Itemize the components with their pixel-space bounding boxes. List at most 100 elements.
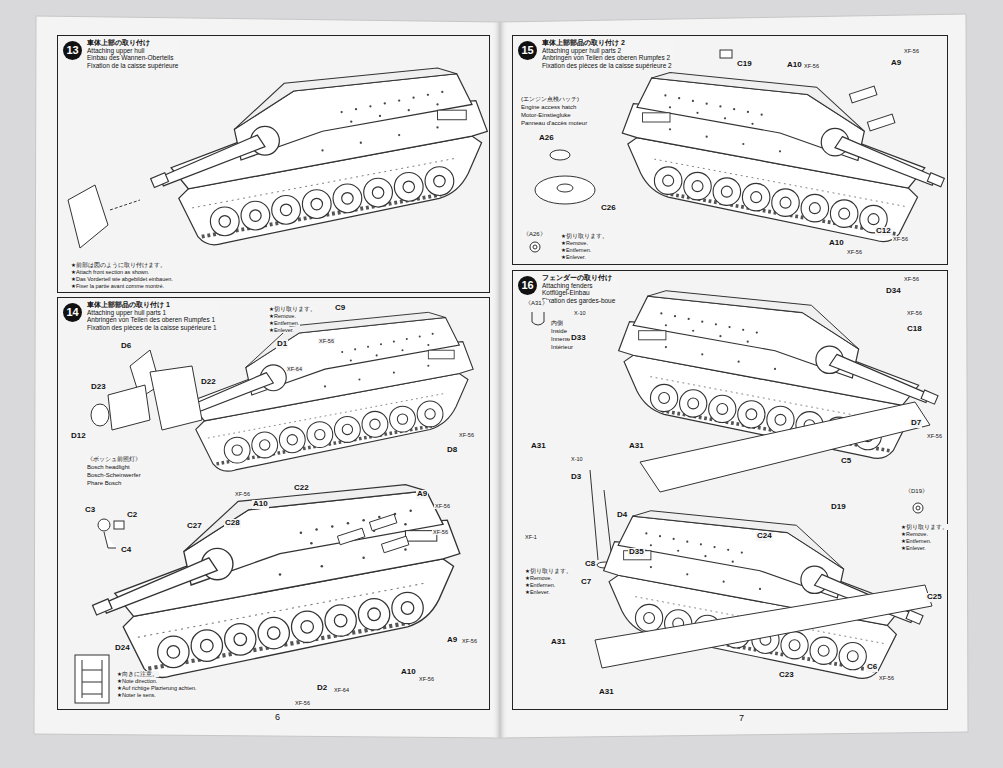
part-number: A31 xyxy=(550,638,567,647)
note-text: ★Enlever. xyxy=(560,254,587,260)
paint-code: XF-56 xyxy=(458,432,475,438)
sub-heading: Intérieur xyxy=(550,344,574,351)
part-number: D22 xyxy=(200,378,217,387)
heading-text: Attaching upper hull parts 2 xyxy=(542,47,672,55)
drawing-part xyxy=(916,506,920,510)
note-text: ★Entfernen. xyxy=(268,320,300,326)
sub-heading: 《D19》 xyxy=(904,488,929,495)
part-number: C22 xyxy=(293,484,310,493)
note-text: ★Remove. xyxy=(560,240,589,246)
part-number: D8 xyxy=(446,446,458,455)
part-number: A10 xyxy=(400,668,417,677)
part-number: D3 xyxy=(570,473,582,482)
part-number: D23 xyxy=(90,383,107,392)
note-text: ★Fixer la partie avant comme montré. xyxy=(70,283,165,289)
track-link-parts xyxy=(337,514,409,553)
drawing-part xyxy=(557,184,573,192)
note-text: ★Remove. xyxy=(524,575,553,581)
part-number: C7 xyxy=(580,578,592,587)
sub-heading: 《A31》 xyxy=(524,300,549,307)
step-heading: 車体上部部品の取り付け 1Attaching upper hull parts … xyxy=(85,301,219,331)
part-number: D1 xyxy=(276,340,288,349)
sub-heading: Inside xyxy=(550,328,568,335)
page-number: 6 xyxy=(274,713,281,723)
part-number: D4 xyxy=(616,511,628,520)
sub-heading: Motor-Einstiegluke xyxy=(520,112,572,119)
drawing-part xyxy=(91,404,109,426)
right-page xyxy=(500,14,968,738)
guide-line xyxy=(110,200,140,210)
sub-heading: 《ボッシュ前照灯》 xyxy=(86,456,142,463)
drawing-part xyxy=(381,536,409,553)
part-number: D24 xyxy=(114,644,131,653)
part-number: C8 xyxy=(584,560,596,569)
sub-heading: (エンジン点検ハッチ) xyxy=(520,96,580,103)
part-number: C12 xyxy=(875,227,892,236)
page-number: 7 xyxy=(738,714,745,724)
part-number: D19 xyxy=(830,503,847,512)
part-number: C3 xyxy=(84,506,96,515)
fender xyxy=(640,402,930,492)
drawing-part xyxy=(550,150,570,160)
tank-drawing xyxy=(151,68,488,245)
part-number: D35 xyxy=(628,548,645,557)
part-number: C18 xyxy=(906,325,923,334)
page-fold xyxy=(492,22,508,738)
part-number: A10 xyxy=(828,239,845,248)
drawing-part xyxy=(104,532,116,548)
part-number: C5 xyxy=(840,457,852,466)
tank-drawing xyxy=(93,485,460,678)
paint-code: XF-56 xyxy=(903,48,920,54)
drawing-part xyxy=(82,660,102,698)
drawing-part xyxy=(720,50,732,58)
heading-text: Attaching fenders xyxy=(542,282,615,290)
heading-text: Fixation des pièces de la caisse supérie… xyxy=(87,324,217,332)
drawing-part xyxy=(530,242,540,252)
drawing-part xyxy=(75,655,109,703)
heading-text: 車体上部部品の取り付け 2 xyxy=(542,39,672,47)
sub-heading: Bosch-Scheinwerfer xyxy=(86,472,142,479)
paint-code: XF-56 xyxy=(234,491,251,497)
paint-code: XF-56 xyxy=(294,700,311,706)
step-heading: 車体上部部品の取り付け 2Attaching upper hull parts … xyxy=(540,39,674,69)
part-number: A9 xyxy=(416,490,428,499)
paint-code: XF-1 xyxy=(524,534,538,540)
note-text: ★Das Vorderteil wie abgebildet einbauen. xyxy=(70,276,174,282)
drawing-part xyxy=(369,514,397,531)
heading-text: Fixation des gardes-boue xyxy=(542,297,615,305)
note-text: ★向きに注意。 xyxy=(116,671,159,677)
part-number: C28 xyxy=(224,519,241,528)
paint-code: XF-56 xyxy=(418,676,435,682)
note-text: ★Auf richtige Plazierung achten. xyxy=(116,685,198,691)
heading-text: Anbringen von Teilen des oberen Rumpfes … xyxy=(87,316,217,324)
note-text: ★Remove. xyxy=(900,531,929,537)
part-number: A10 xyxy=(786,61,803,70)
note-text: ★Noter le sens. xyxy=(116,692,157,698)
part-number: A26 xyxy=(538,134,555,143)
drawing-part xyxy=(98,519,110,531)
part-number: C24 xyxy=(756,532,773,541)
heading-text: Fixation des pièces de la caisse supérie… xyxy=(542,62,672,70)
part-number: D34 xyxy=(885,287,902,296)
part-number: C19 xyxy=(736,60,753,69)
paint-code: XF-56 xyxy=(434,503,451,509)
drawing-part xyxy=(590,470,612,560)
hatch-parts xyxy=(530,50,895,252)
drawing-part xyxy=(337,528,365,545)
heading-text: 車体上部部品の取り付け 1 xyxy=(87,301,217,309)
paint-code: XF-56 xyxy=(903,276,920,282)
tank-drawing xyxy=(171,312,474,471)
tank-drawing xyxy=(622,73,944,242)
heading-text: Attaching upper hull parts 1 xyxy=(87,309,217,317)
note-text: ★切り取ります。 xyxy=(524,568,573,574)
paint-code: XF-56 xyxy=(846,249,863,255)
note-text: ★Remove. xyxy=(268,313,297,319)
note-text: ★Enlever. xyxy=(524,589,551,595)
sub-heading: Bosch headlight xyxy=(86,464,131,471)
note-text: ★Entfernen. xyxy=(524,582,556,588)
sub-heading: Engine access hatch xyxy=(520,104,577,111)
step-number-text: 16 xyxy=(521,280,533,291)
